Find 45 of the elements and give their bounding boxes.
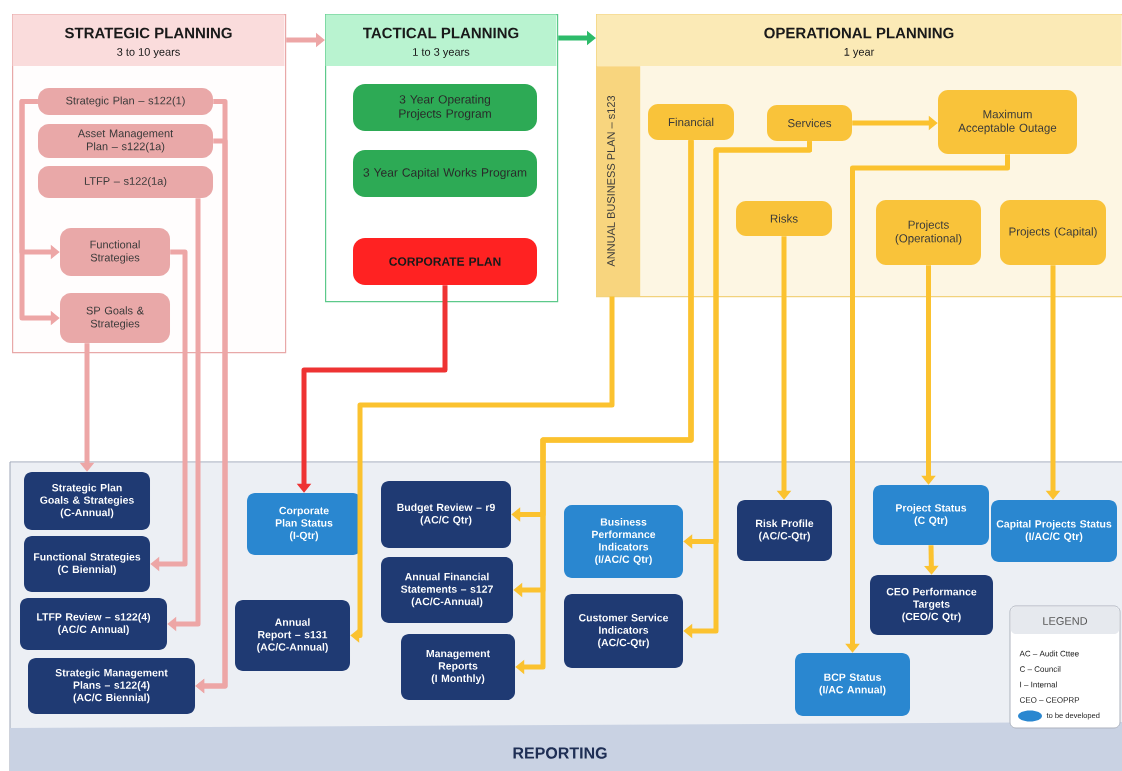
- arrow: [167, 198, 201, 632]
- report-box: Risk Profile (AC/C-Qtr): [737, 500, 832, 561]
- category-box: Financial: [648, 104, 734, 140]
- label: CEO – CEOPRP: [1019, 697, 1080, 703]
- plan-box: SP Goals & Strategies: [60, 293, 170, 343]
- category-box: Projects (Capital): [1000, 200, 1106, 265]
- label: C – Council: [1019, 666, 1061, 672]
- category-box: Projects (Operational): [876, 200, 981, 265]
- arrow: [350, 296, 615, 643]
- report-box: Functional Strategies (C Biennial): [24, 536, 150, 592]
- category-box: Risks: [736, 201, 832, 236]
- report-box: LTFP Review – s122(4) (AC/C Annual): [20, 598, 167, 650]
- plan-box: Functional Strategies: [60, 228, 170, 276]
- report-box: Budget Review – r9 (AC/C Qtr): [381, 481, 511, 548]
- report-box: Annual Report – s131 (AC/C-Annual): [235, 600, 350, 671]
- report-box: CEO Performance Targets (CEO/C Qtr): [870, 575, 993, 635]
- node-label: (I/AC/C Qtr): [1025, 532, 1083, 543]
- report-box: Capital Projects Status (I/AC/C Qtr): [991, 500, 1117, 562]
- plan-box: LTFP – s122(1a): [38, 166, 213, 198]
- category-box: Services: [767, 105, 852, 141]
- plan-box: Asset Management Plan – s122(1a): [38, 124, 213, 158]
- report-box: Strategic Management Plans – s122(4) (AC/C Biennial): [28, 658, 195, 714]
- node-label: Capital Projects Status: [996, 519, 1112, 530]
- category-box: Maximum Acceptable Outage: [938, 90, 1077, 154]
- label: I – Internal: [1020, 681, 1057, 688]
- label: LEGEND: [1043, 617, 1088, 625]
- report-box: BCP Status (I/AC Annual): [795, 653, 910, 716]
- report-box: Project Status (C Qtr): [873, 485, 989, 545]
- corporate-plan-box: CORPORATE PLAN: [353, 238, 537, 285]
- report-box: Corporate Plan Status (I-Qtr): [247, 493, 361, 555]
- report-box: Customer Service Indicators (AC/C-Qtr): [564, 594, 683, 668]
- arrow: [683, 141, 812, 639]
- report-box: Strategic Plan Goals & Strategies (C-Annual): [24, 472, 150, 530]
- report-box: Business Performance Indicators (I/AC/C Qtr): [564, 505, 683, 578]
- business-plan-band: ANNUAL BUSINESS PLAN – s123: [596, 66, 641, 297]
- label: AC – Audit Cttee: [1019, 650, 1079, 657]
- program-box: 3 Year Operating Projects Program: [353, 84, 537, 131]
- report-box: Annual Financial Statements – s127 (AC/C-Annual): [381, 557, 513, 623]
- arrow: [150, 249, 188, 572]
- arrow: [515, 140, 694, 675]
- report-box: Management Reports (I Monthly): [401, 634, 515, 700]
- program-box: 3 Year Capital Works Program: [353, 150, 537, 197]
- node-label: (C Qtr): [914, 516, 948, 527]
- node-label: Project Status: [896, 503, 967, 514]
- plan-box: Strategic Plan – s122(1): [38, 88, 213, 115]
